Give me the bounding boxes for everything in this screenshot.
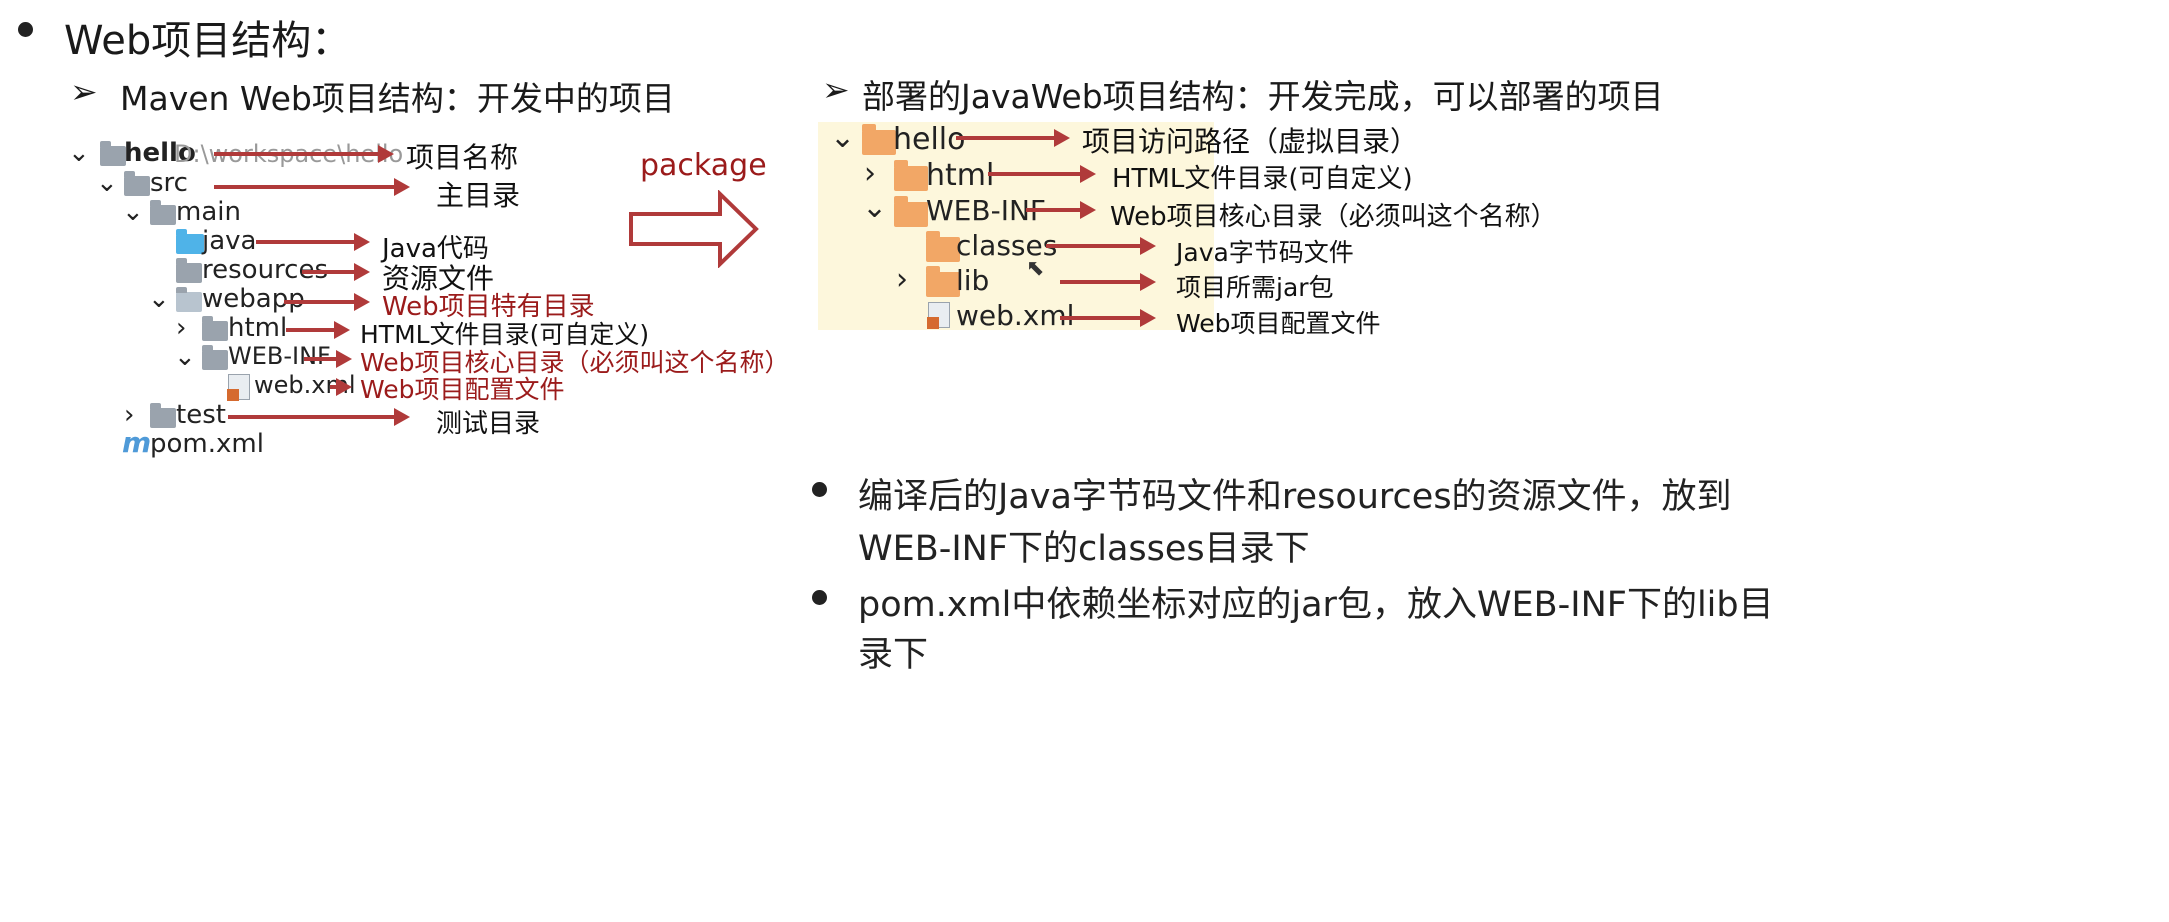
arrow-java xyxy=(256,233,370,251)
arrow-webxml xyxy=(330,378,352,396)
annotation-webxml: Web项目配置文件 xyxy=(360,375,565,404)
arrow-deploy-lib xyxy=(1060,273,1156,291)
deploy-tree-hello[interactable]: hello xyxy=(893,122,966,157)
mouse-cursor-icon: ⬉ xyxy=(1026,256,1045,281)
note2-line1: pom.xml中依赖坐标对应的jar包，放入WEB-INF下的lib目 xyxy=(858,585,1774,625)
lib-folder-icon xyxy=(926,266,960,297)
chevron-right-icon[interactable]: › xyxy=(124,400,135,430)
chevron-down-icon[interactable]: ⌄ xyxy=(148,284,170,314)
arrow-deploy-hello xyxy=(956,129,1070,147)
note1-bullet xyxy=(812,482,827,497)
arrow-resources xyxy=(302,263,370,281)
right-heading: 部署的JavaWeb项目结构：开发完成，可以部署的项目 xyxy=(862,77,1664,116)
chevron-right-icon[interactable]: › xyxy=(896,262,908,297)
tree-item-src[interactable]: src xyxy=(150,168,188,198)
package-label: package xyxy=(640,148,767,183)
main-folder-icon xyxy=(150,200,176,225)
chevron-down-icon[interactable]: ⌄ xyxy=(174,342,196,372)
tree-item-hello[interactable]: hello xyxy=(124,138,196,168)
deploy-tree-classes[interactable]: classes xyxy=(956,229,1058,262)
left-heading: Maven Web项目结构：开发中的项目 xyxy=(120,79,675,118)
deploy-tree-lib[interactable]: lib xyxy=(956,264,990,297)
chevron-right-icon[interactable]: › xyxy=(176,313,187,343)
maven-icon: m xyxy=(122,426,152,459)
java-source-folder-icon xyxy=(176,229,204,254)
annotation-test: 测试目录 xyxy=(436,409,541,439)
arrow-deploy-html xyxy=(988,165,1096,183)
arrow-deploy-webinf xyxy=(1026,201,1096,219)
webapp-folder-icon xyxy=(176,287,202,312)
arrow-html xyxy=(286,321,350,339)
package-arrow-icon xyxy=(629,190,759,268)
annotation-deploy-lib: 项目所需jar包 xyxy=(1176,273,1334,302)
deploy-tree-webxml[interactable]: web.xml xyxy=(956,299,1075,332)
annotation-deploy-html: HTML文件目录(可自定义) xyxy=(1112,164,1413,194)
tree-item-main[interactable]: main xyxy=(176,197,241,227)
webinf-folder-icon xyxy=(202,345,228,370)
tree-item-webapp[interactable]: webapp xyxy=(202,284,305,314)
page-title: Web项目结构： xyxy=(64,18,352,64)
src-folder-icon xyxy=(124,171,150,196)
tree-item-pom[interactable]: pom.xml xyxy=(150,429,264,459)
chevron-right-icon[interactable]: › xyxy=(864,156,876,191)
arrow-bullet-left: ➢ xyxy=(70,72,98,111)
tree-item-webinf[interactable]: WEB-INF xyxy=(228,342,331,370)
title-bullet xyxy=(18,22,33,37)
xml-file-icon xyxy=(227,374,250,401)
annotation-src: 主目录 xyxy=(436,179,521,212)
note2-bullet xyxy=(812,590,827,605)
tree-item-java[interactable]: java xyxy=(202,226,257,256)
tree-item-html[interactable]: html xyxy=(228,313,288,343)
arrow-bullet-right: ➢ xyxy=(822,70,850,109)
chevron-down-icon[interactable]: ⌄ xyxy=(862,190,888,225)
arrow-webapp xyxy=(284,293,370,311)
resources-folder-icon xyxy=(176,258,202,283)
arrow-hello xyxy=(214,145,394,163)
chevron-down-icon[interactable]: ⌄ xyxy=(122,197,144,227)
annotation-deploy-webxml: Web项目配置文件 xyxy=(1176,309,1381,338)
arrow-deploy-webxml xyxy=(1060,309,1156,327)
annotation-deploy-hello: 项目访问路径（虚拟目录） xyxy=(1082,125,1419,158)
chevron-down-icon[interactable]: ⌄ xyxy=(68,138,90,168)
annotation-java: Java代码 xyxy=(382,234,489,264)
hello-folder-icon xyxy=(862,124,896,155)
chevron-down-icon[interactable]: ⌄ xyxy=(830,120,856,155)
annotation-resources: 资源文件 xyxy=(382,262,495,295)
note1-line2: WEB-INF下的classes目录下 xyxy=(858,529,1310,569)
arrow-deploy-classes xyxy=(1046,237,1156,255)
annotation-html: HTML文件目录(可自定义) xyxy=(360,320,650,349)
note2-line2: 录下 xyxy=(858,635,929,675)
test-folder-icon xyxy=(150,403,176,428)
arrow-test xyxy=(228,408,410,426)
arrow-webinf xyxy=(304,350,352,368)
arrow-src xyxy=(214,178,410,196)
annotation-hello: 项目名称 xyxy=(406,141,519,174)
note1-line1: 编译后的Java字节码文件和resources的资源文件，放到 xyxy=(858,477,1732,517)
annotation-deploy-webinf: Web项目核心目录（必须叫这个名称） xyxy=(1110,202,1557,232)
classes-folder-icon xyxy=(926,231,960,262)
tree-item-test[interactable]: test xyxy=(176,400,226,430)
deploy-tree-panel xyxy=(818,122,1214,330)
annotation-deploy-classes: Java字节码文件 xyxy=(1176,238,1354,267)
project-folder-icon xyxy=(100,141,126,166)
deploy-tree-html[interactable]: html xyxy=(926,158,995,193)
xml-file-icon xyxy=(927,302,950,329)
chevron-down-icon[interactable]: ⌄ xyxy=(96,168,118,198)
html-folder-icon xyxy=(202,316,228,341)
webinf-folder-icon xyxy=(894,196,928,227)
html-folder-icon xyxy=(894,160,928,191)
annotation-webapp: Web项目特有目录 xyxy=(382,292,595,322)
annotation-webinf: Web项目核心目录（必须叫这个名称） xyxy=(360,348,790,377)
